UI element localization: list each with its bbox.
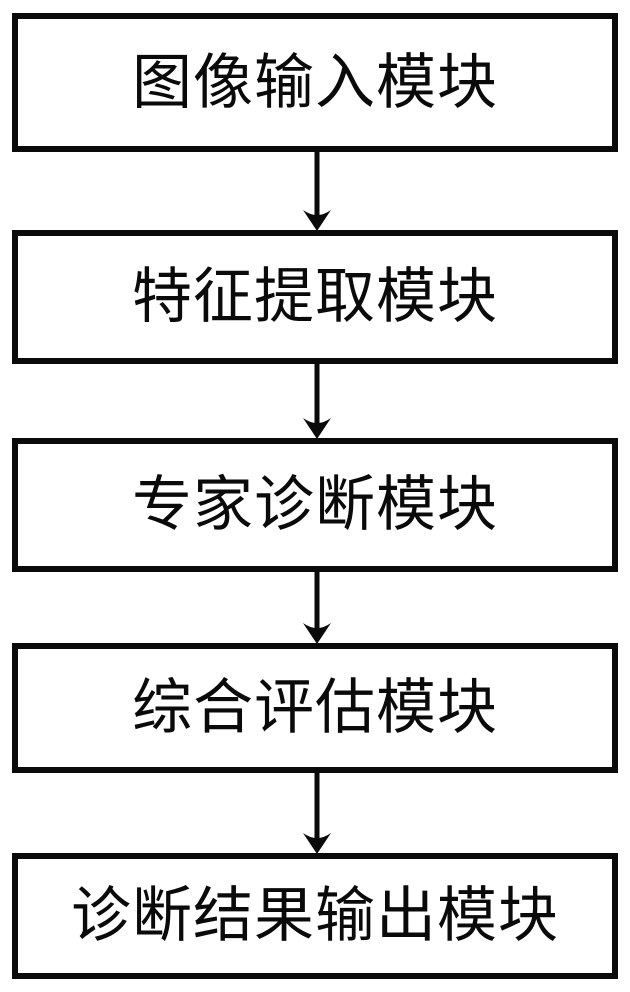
flow-box-label: 综合评估模块 [132,675,498,741]
flow-box-label: 图像输入模块 [132,49,498,116]
flow-box-label: 特征提取模块 [132,264,498,330]
flow-box-feature-extraction: 特征提取模块 [12,230,618,364]
arrow-down-icon [297,772,337,854]
flow-box-label: 诊断结果输出模块 [71,883,559,949]
flow-box-expert-diagnosis: 专家诊断模块 [12,438,618,572]
flow-box-diagnosis-result-output: 诊断结果输出模块 [12,853,618,979]
flow-box-comprehensive-evaluation: 综合评估模块 [12,643,618,773]
flow-box-image-input: 图像输入模块 [12,13,618,152]
arrow-down-icon [297,362,337,439]
arrow-down-icon [297,150,337,231]
flow-box-label: 专家诊断模块 [132,472,498,538]
arrow-down-icon [297,571,337,644]
